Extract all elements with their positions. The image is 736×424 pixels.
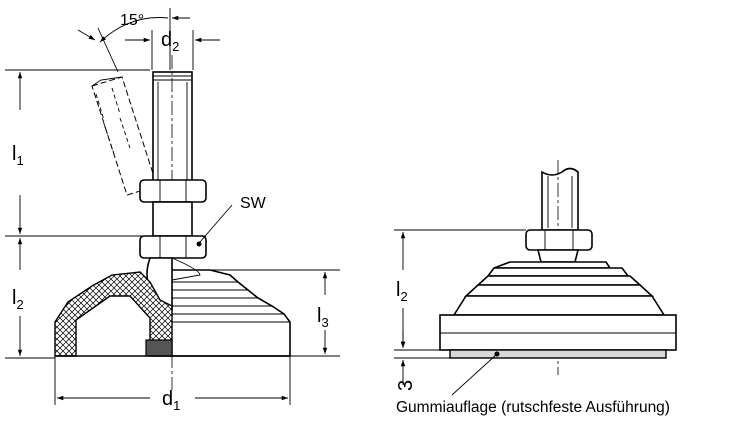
l1-label: l1 (12, 143, 24, 168)
sw-leader-line (199, 204, 233, 243)
d2-extension-lines (151, 30, 194, 70)
l3-extension-lines (210, 269, 340, 357)
right-l2-extension-lines (394, 229, 526, 351)
d1-label: d1 (162, 388, 180, 413)
angle-arrow-left (77, 29, 96, 41)
l3-label: l3 (317, 305, 329, 330)
upper-hex-nut (139, 179, 207, 237)
angle-arc (99, 17, 169, 43)
rubber-pad (449, 349, 667, 359)
right-hex-nut (525, 229, 593, 251)
rubber-thickness-label: 3 (395, 380, 417, 391)
base-outer-stepped (55, 269, 291, 357)
angle-label: 15° (120, 12, 144, 29)
right-view: l2 3 Gummiauflage (rutschfeste Ausführun… (394, 160, 677, 416)
lower-hex-nut (139, 235, 207, 259)
right-base-stepped (439, 261, 677, 359)
sw-label: SW (240, 195, 267, 212)
left-view: 15° d2 (5, 8, 340, 413)
d1-extension-lines (54, 356, 291, 405)
rubber-pad-caption: Gummiauflage (rutschfeste Ausführung) (396, 399, 670, 416)
caption-leader (451, 353, 498, 396)
d2-label: d2 (161, 29, 179, 54)
right-l2-label: l2 (396, 279, 408, 304)
tilted-stud-ghost (91, 76, 158, 196)
l2-label: l2 (12, 287, 24, 312)
angle-extension-line (97, 27, 119, 73)
